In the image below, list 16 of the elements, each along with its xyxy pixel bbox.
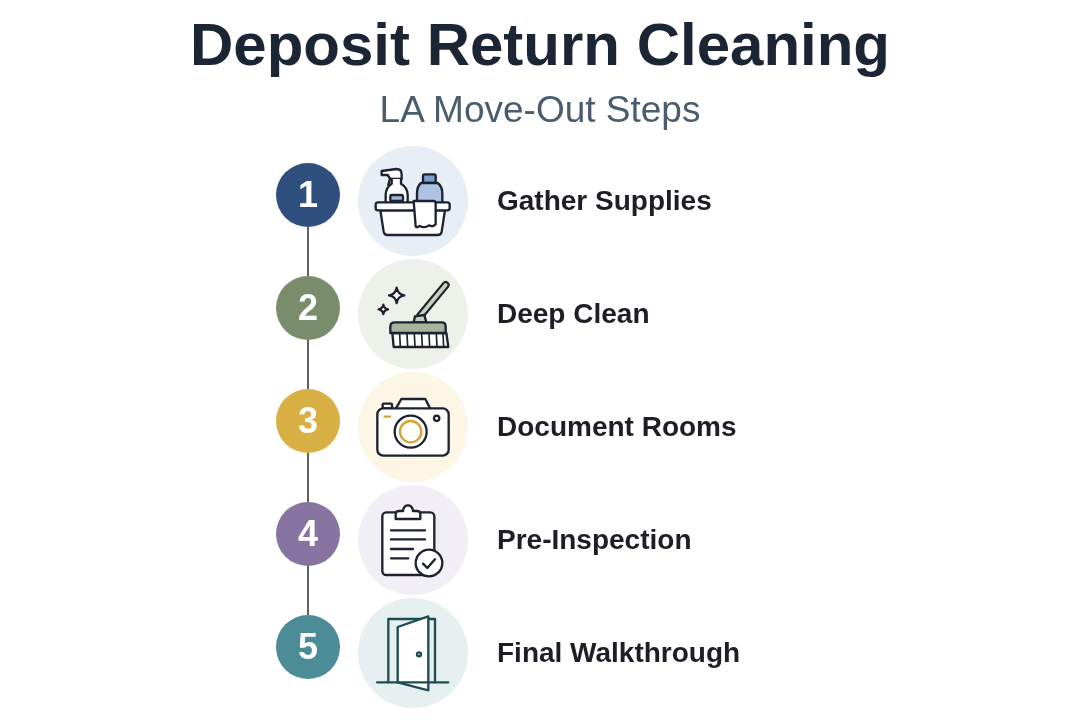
connector-line [307, 226, 309, 277]
title: Deposit Return Cleaning [189, 10, 891, 80]
step-number-badge: 1 [276, 163, 340, 227]
connector-line [307, 452, 309, 503]
step-label: Final Walkthrough [497, 636, 741, 670]
step-number-badge: 3 [276, 389, 340, 453]
step-label: Pre-Inspection [497, 523, 692, 557]
step-label: Document Rooms [497, 410, 737, 444]
step-number-badge: 2 [276, 276, 340, 340]
connector-line [307, 339, 309, 390]
connector-line [307, 565, 309, 616]
step-label: Gather Supplies [497, 184, 712, 218]
subtitle: LA Move-Out Steps [379, 88, 701, 132]
step-number-badge: 5 [276, 615, 340, 679]
step-number-badge: 4 [276, 502, 340, 566]
step-label: Deep Clean [497, 297, 650, 331]
